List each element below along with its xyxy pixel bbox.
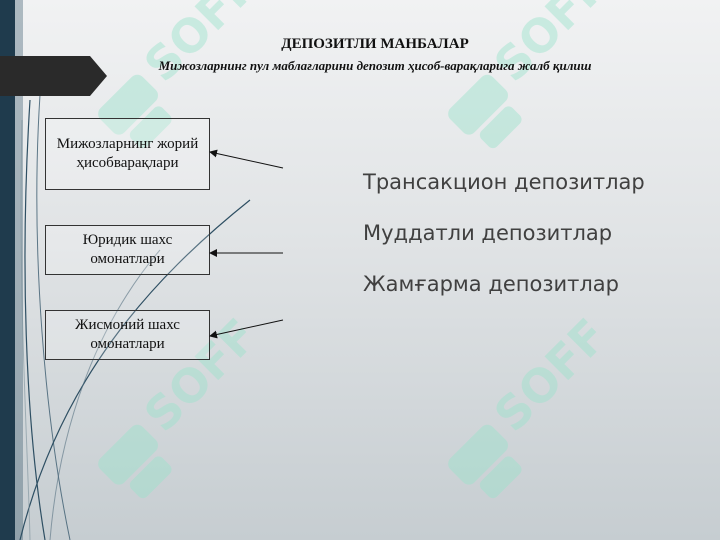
- bullet-text: Трансакцион депозитлар: [363, 170, 645, 194]
- left-accent-bar: [0, 0, 15, 540]
- arrow-to-box-3: [209, 319, 284, 339]
- slide-subtitle: Мижозларнинг пул маблағларини депозит ҳи…: [158, 58, 592, 73]
- box-individual-deposits: Жисмоний шахс омонатлари: [45, 310, 210, 360]
- box-label: Мижозларнинг жорий ҳисобварақлари: [56, 136, 199, 171]
- bullet-text: Муддатли депозитлар: [363, 221, 613, 245]
- title-ribbon: [0, 56, 107, 96]
- box-label: Юридик шахс омонатлари: [82, 232, 173, 267]
- arrow-to-box-1: [209, 149, 284, 169]
- box-label: Жисмоний шахс омонатлари: [75, 317, 180, 352]
- left-accent-bar-shade: [15, 0, 23, 540]
- slide-title: ДЕПОЗИТЛИ МАНБАЛАР: [281, 36, 469, 52]
- bullet-text: Жамғарма депозитлар: [363, 272, 619, 296]
- box-current-accounts: Мижозларнинг жорий ҳисобварақлари: [45, 118, 210, 190]
- box-legal-entity-deposits: Юридик шахс омонатлари: [45, 225, 210, 275]
